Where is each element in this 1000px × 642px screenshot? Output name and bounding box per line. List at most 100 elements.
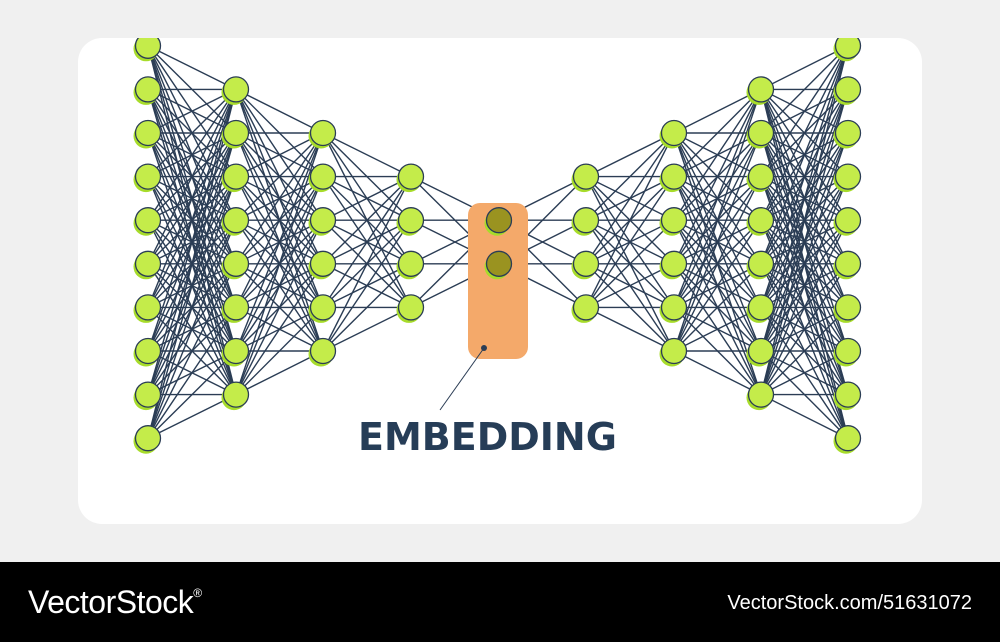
connection-line [235,263,324,395]
brand-name: VectorStock [28,584,194,620]
node-circle [309,250,337,277]
connection-line [673,88,762,178]
neuron-node [396,250,425,280]
neuron-node [746,294,775,323]
neuron-node [221,119,250,149]
neuron-node [221,337,250,367]
neuron-node [571,207,600,236]
connection-line [585,132,675,308]
node-circle [397,250,425,277]
connection-line [147,89,237,439]
neuron-node [659,163,688,193]
connection-line [235,219,324,395]
neuron-node [396,207,425,236]
connection-line [322,219,412,352]
connection-line [322,263,412,352]
node-circle [747,250,775,277]
connection-line [235,132,324,221]
connection-line [760,219,849,395]
connection-line [322,176,412,265]
connection-line [147,307,237,439]
registered-mark: ® [193,586,202,600]
node-circle [572,163,600,190]
autoencoder-diagram: EMBEDDING [133,38,862,459]
connection-line [322,176,412,352]
neuron-node [746,119,775,149]
connection-line [673,306,762,352]
connection-line [760,306,849,396]
node-circle [134,294,162,321]
connection-line [147,132,237,439]
connection-line [235,350,324,396]
node-circle [309,119,337,147]
connection-line [147,350,237,439]
connection-line [760,45,849,134]
connection-line [322,176,412,308]
node-circle [747,119,775,147]
node-circle [222,76,250,103]
node-circle [397,294,425,321]
connection-line [235,176,324,395]
neuron-node [833,38,862,62]
neuron-node [308,119,337,149]
neuron-node [746,337,775,367]
connection-line [673,89,762,352]
node-circle [134,76,162,103]
node-circle [834,38,862,59]
node-circle [660,294,688,321]
connection-line [760,45,849,177]
diagram-card: EMBEDDING [78,38,922,524]
node-circle [134,250,162,277]
node-circle [747,163,775,190]
neuron-node [659,294,688,323]
connection-line [147,89,237,352]
connection-line [673,350,762,396]
connection-line [147,393,237,439]
node-circle [834,337,862,365]
connection-line [147,88,237,178]
node-circle [309,163,337,190]
neuron-node [833,425,862,454]
node-circle [660,337,688,365]
neuron-node [133,337,162,367]
neuron-node [833,119,862,149]
node-circle [397,207,425,234]
connection-line [760,132,849,395]
neuron-node [221,207,250,236]
connection-line [585,219,675,308]
node-circle [222,163,250,190]
node-circle [834,207,862,234]
node-circle [572,294,600,321]
neuron-node [133,119,162,149]
neuron-node [659,207,688,236]
node-circle [747,294,775,321]
connection-line [673,89,762,221]
connection-line [760,89,849,395]
node-circle [134,38,162,59]
neuron-node [308,337,337,367]
neuron-node [833,381,862,411]
node-circle [660,250,688,277]
node-circle [834,163,862,190]
connection-line [322,306,412,352]
connection-line [322,175,412,221]
neuron-node [133,425,162,454]
connection-line [673,176,762,352]
connection-line [147,176,237,439]
node-circle [397,163,425,190]
node-circle [222,207,250,234]
connection-line [585,306,675,352]
connection-line [235,132,324,265]
neuron-node [746,207,775,236]
neuron-node [833,337,862,367]
node-circle [134,119,162,147]
connection-line [147,88,237,134]
node-circle [834,381,862,408]
neuron-node [571,163,600,193]
neuron-node [833,76,862,105]
node-circle [485,207,513,234]
neuron-node [659,250,688,280]
connection-line [760,45,849,265]
neuron-node [133,76,162,105]
embedding-label: EMBEDDING [358,415,617,459]
